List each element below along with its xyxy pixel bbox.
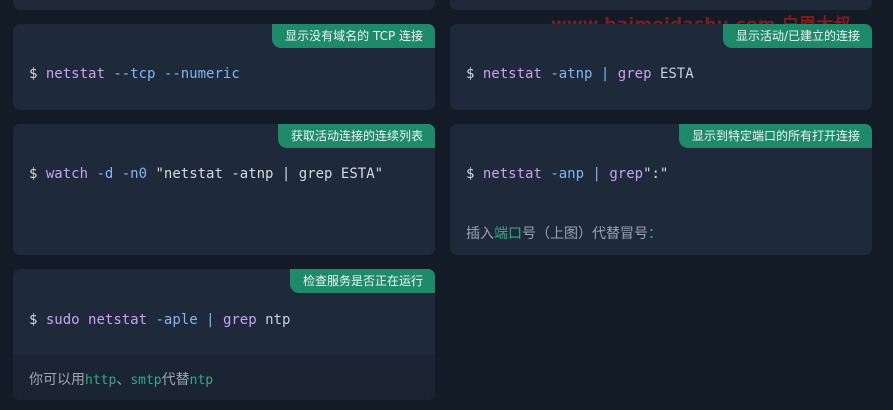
- command-name: netstat: [482, 166, 542, 182]
- command-flag: -atnp: [550, 66, 593, 82]
- code-line[interactable]: $ netstat -atnp | grep ESTA: [466, 66, 694, 82]
- note-code-smtp: smtp: [130, 373, 162, 388]
- note-code-http: http: [85, 373, 117, 388]
- note-text-pre: 你可以用: [29, 372, 85, 388]
- card-badge: 显示活动/已建立的连接: [722, 24, 872, 48]
- card-note: 插入端口号（上图）代替冒号：: [466, 223, 662, 243]
- note-text-mid: 号（上图）代替冒号: [522, 226, 648, 242]
- command-name: sudo: [45, 312, 80, 328]
- command-name-2: grep: [617, 66, 652, 82]
- command-flags: --tcp --numeric: [113, 66, 240, 82]
- card-note: 你可以用http、smtp代替ntp: [29, 369, 213, 389]
- card-watch-connections: 获取活动连接的连续列表 $ watch -d -n0 "netstat -atn…: [13, 124, 435, 255]
- command-string: ":": [643, 166, 669, 182]
- command-name-2: grep: [609, 166, 644, 182]
- pipe-symbol: |: [592, 166, 601, 182]
- card-active-connections: 显示活动/已建立的连接 $ netstat -atnp | grep ESTA: [450, 24, 872, 110]
- card-tcp-numeric: 显示没有域名的 TCP 连接 $ netstat --tcp --numeric: [13, 24, 435, 110]
- note-highlight: 端口: [494, 226, 522, 242]
- note-separator: 、: [116, 372, 131, 388]
- command-arg: ntp: [265, 312, 291, 328]
- card-check-service: 检查服务是否正在运行 $ sudo netstat -aple | grep n…: [13, 269, 435, 400]
- note-text-mid: 代替: [161, 372, 190, 388]
- card-badge: 显示没有域名的 TCP 连接: [272, 24, 435, 48]
- code-line[interactable]: $ watch -d -n0 "netstat -atnp | grep EST…: [29, 166, 383, 182]
- prompt-symbol: $: [466, 66, 475, 82]
- code-line[interactable]: $ sudo netstat -aple | grep ntp: [29, 312, 290, 328]
- card-footer: 你可以用http、smtp代替ntp: [13, 353, 435, 400]
- pipe-symbol: |: [600, 66, 610, 82]
- card-badge: 显示到特定端口的所有打开连接: [678, 124, 872, 148]
- prompt-symbol: $: [466, 166, 475, 182]
- card-top-left-partial: [13, 0, 435, 10]
- command-arg: ESTA: [659, 66, 694, 82]
- note-highlight-colon: ：: [648, 226, 662, 242]
- command-flags: -d -n0: [96, 166, 148, 182]
- command-name: netstat: [45, 66, 105, 82]
- prompt-symbol: $: [29, 66, 38, 82]
- command-name-2: grep: [222, 312, 257, 328]
- card-top-right-partial: [450, 0, 872, 10]
- pipe-symbol: |: [206, 312, 215, 328]
- card-badge: 获取活动连接的连续列表: [277, 124, 435, 148]
- command-name: netstat: [482, 66, 542, 82]
- prompt-symbol: $: [29, 312, 38, 328]
- command-string: "netstat -atnp | grep ESTA": [155, 166, 384, 182]
- card-badge: 检查服务是否正在运行: [289, 269, 435, 293]
- code-line[interactable]: $ netstat -anp | grep":": [466, 166, 668, 182]
- command-name: watch: [45, 166, 89, 182]
- command-name-1: netstat: [88, 312, 148, 328]
- card-port-connections: 显示到特定端口的所有打开连接 $ netstat -anp | grep":" …: [450, 124, 872, 255]
- command-flag: -anp: [550, 166, 585, 182]
- command-flag: -aple: [155, 312, 198, 328]
- code-line[interactable]: $ netstat --tcp --numeric: [29, 66, 240, 82]
- note-code-ntp: ntp: [189, 373, 214, 388]
- note-text-pre: 插入: [466, 226, 494, 242]
- prompt-symbol: $: [29, 166, 38, 182]
